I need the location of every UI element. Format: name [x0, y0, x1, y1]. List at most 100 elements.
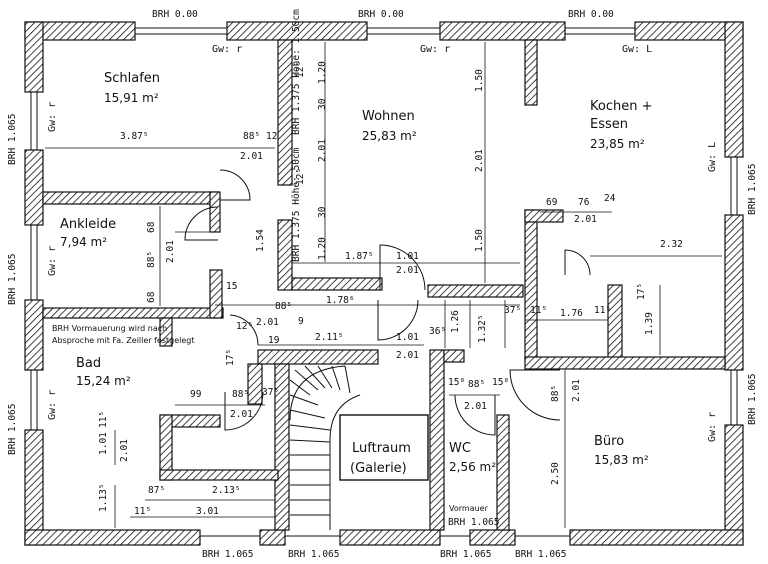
dim-label: 2.01	[240, 151, 263, 162]
wall-right-2	[724, 214, 744, 371]
door-corridor-diag	[229, 314, 259, 346]
brh-left-top: BRH 1.065	[7, 113, 18, 165]
dim-label: 68	[146, 291, 157, 303]
dim-label: 19	[268, 335, 280, 346]
dim-label: 1.76	[560, 308, 583, 319]
brh-left-mid: BRH 1.065	[7, 253, 18, 305]
dim-label: 1.01	[396, 332, 419, 343]
luftraum-box	[339, 414, 429, 481]
dim-label: 2.01	[474, 149, 485, 172]
wall-top-left2	[226, 21, 368, 41]
wall-bottom-5	[569, 529, 744, 546]
door-ankleide	[184, 206, 219, 241]
dim-label: 1.20	[317, 237, 328, 260]
door-bad	[224, 391, 264, 431]
wall-bottom-1	[24, 529, 201, 546]
gw-bad-left: Gw: r	[47, 389, 58, 420]
dim-label: 15⁸	[492, 377, 510, 388]
room-wohnen-name: Wohnen	[362, 109, 415, 124]
dim-label: 2.01	[574, 214, 597, 225]
dim-label: 88⁵	[468, 379, 486, 390]
room-ankleide-name: Ankleide	[60, 217, 117, 232]
dim-label: 1.01	[98, 432, 109, 455]
wall-wohnen-bottom	[291, 277, 383, 291]
wall-right-1	[724, 21, 744, 158]
gw-schlafen-top: Gw: r	[212, 44, 243, 55]
dim-label: 2.01	[119, 439, 130, 462]
dimension-lines	[45, 42, 722, 528]
dim-label: 69	[546, 197, 558, 208]
wall-left-1	[24, 21, 44, 93]
dim-label: 88⁵	[232, 389, 250, 400]
interior-walls	[42, 39, 726, 531]
wall-bad-lower	[159, 469, 279, 481]
staircase	[289, 365, 429, 530]
dim-label: 2.01	[396, 265, 419, 276]
door-kochen	[564, 249, 591, 276]
room-schlafen-name: Schlafen	[104, 71, 161, 86]
room-kochen-area: 23,85 m²	[590, 137, 645, 151]
door-flur	[377, 299, 419, 341]
windows	[30, 27, 738, 537]
room-bad-area: 15,24 m²	[76, 374, 131, 388]
dim-label: 1.50	[474, 69, 485, 92]
gw-buero-right: Gw: r	[707, 411, 718, 442]
dim-label: 2.13⁵	[212, 485, 241, 496]
room-kochen-name1: Kochen +	[590, 99, 653, 114]
dim-label: 2.01	[464, 401, 487, 412]
dim-label: 68	[146, 221, 157, 233]
door-wc	[454, 394, 496, 436]
dim-label: 88⁵	[146, 250, 157, 268]
room-kochen-name2: Essen	[590, 117, 628, 132]
dim-hoehe2: BRH 1.375 Höhe: 50cm	[291, 147, 302, 262]
dim-label: 15⁸	[448, 377, 466, 388]
note-vormauerung-1: BRH Vormauerung wird nach	[52, 324, 168, 333]
room-luftraum-name1: Luftraum	[352, 441, 411, 456]
wall-wc-right	[496, 414, 510, 531]
dim-label: 1.50	[474, 229, 485, 252]
wall-left-4	[24, 429, 44, 546]
wall-wc-top	[443, 349, 465, 363]
wall-ankleide-bottom	[42, 307, 224, 319]
brh-right-top: BRH 1.065	[747, 163, 758, 215]
dim-label: 11⁵	[530, 305, 548, 316]
wall-bottom-2	[259, 529, 286, 546]
dim-label: 30	[317, 206, 328, 218]
dim-hoehe1: BRH 1.375 Höhe: 1.50cm	[291, 9, 302, 135]
door-buero	[509, 369, 561, 421]
room-bad-name: Bad	[76, 356, 102, 371]
brh-top-right: BRH 0.00	[568, 9, 614, 20]
dim-label: 30	[317, 98, 328, 110]
wall-ankleide-right	[209, 191, 221, 233]
dim-label: 3.01	[196, 506, 219, 517]
dim-label: 1.20	[317, 61, 328, 84]
wall-left-2	[24, 149, 44, 226]
dim-label: 36⁵	[429, 326, 447, 337]
dim-label: 76	[578, 197, 590, 208]
gw-schlafen-left: Gw: r	[47, 101, 58, 132]
wall-bottom-4	[469, 529, 516, 546]
door-schlafen	[219, 169, 251, 201]
dim-label: 99	[190, 389, 202, 400]
wall-left-3	[24, 299, 44, 371]
wall-stair-left	[274, 363, 290, 531]
wall-kochen-inner	[524, 209, 538, 361]
dim-label: 2.01	[256, 317, 279, 328]
dim-label: 37⁵	[504, 305, 522, 316]
dim-label: 2.50	[550, 462, 561, 485]
dim-label: 2.01	[571, 379, 582, 402]
note-vormauerung-2: Absproche mit Fa. Zeiller festgelegt	[52, 336, 195, 345]
wall-top-mid	[439, 21, 566, 41]
outer-walls	[24, 21, 744, 546]
wall-schlafen-wohnen	[277, 39, 293, 186]
wall-wohnen-kochen	[524, 39, 538, 106]
dim-label: 12	[266, 131, 278, 142]
wall-bad-right	[247, 363, 263, 405]
dim-label: 9	[298, 316, 304, 327]
gw-kochen-top: Gw: L	[622, 44, 653, 55]
brh-vormauer: BRH 1.065	[448, 517, 500, 528]
dim-label: 1.87⁵	[345, 251, 374, 262]
dim-label: 11⁵	[134, 506, 152, 517]
dim-label: 15	[226, 281, 238, 292]
